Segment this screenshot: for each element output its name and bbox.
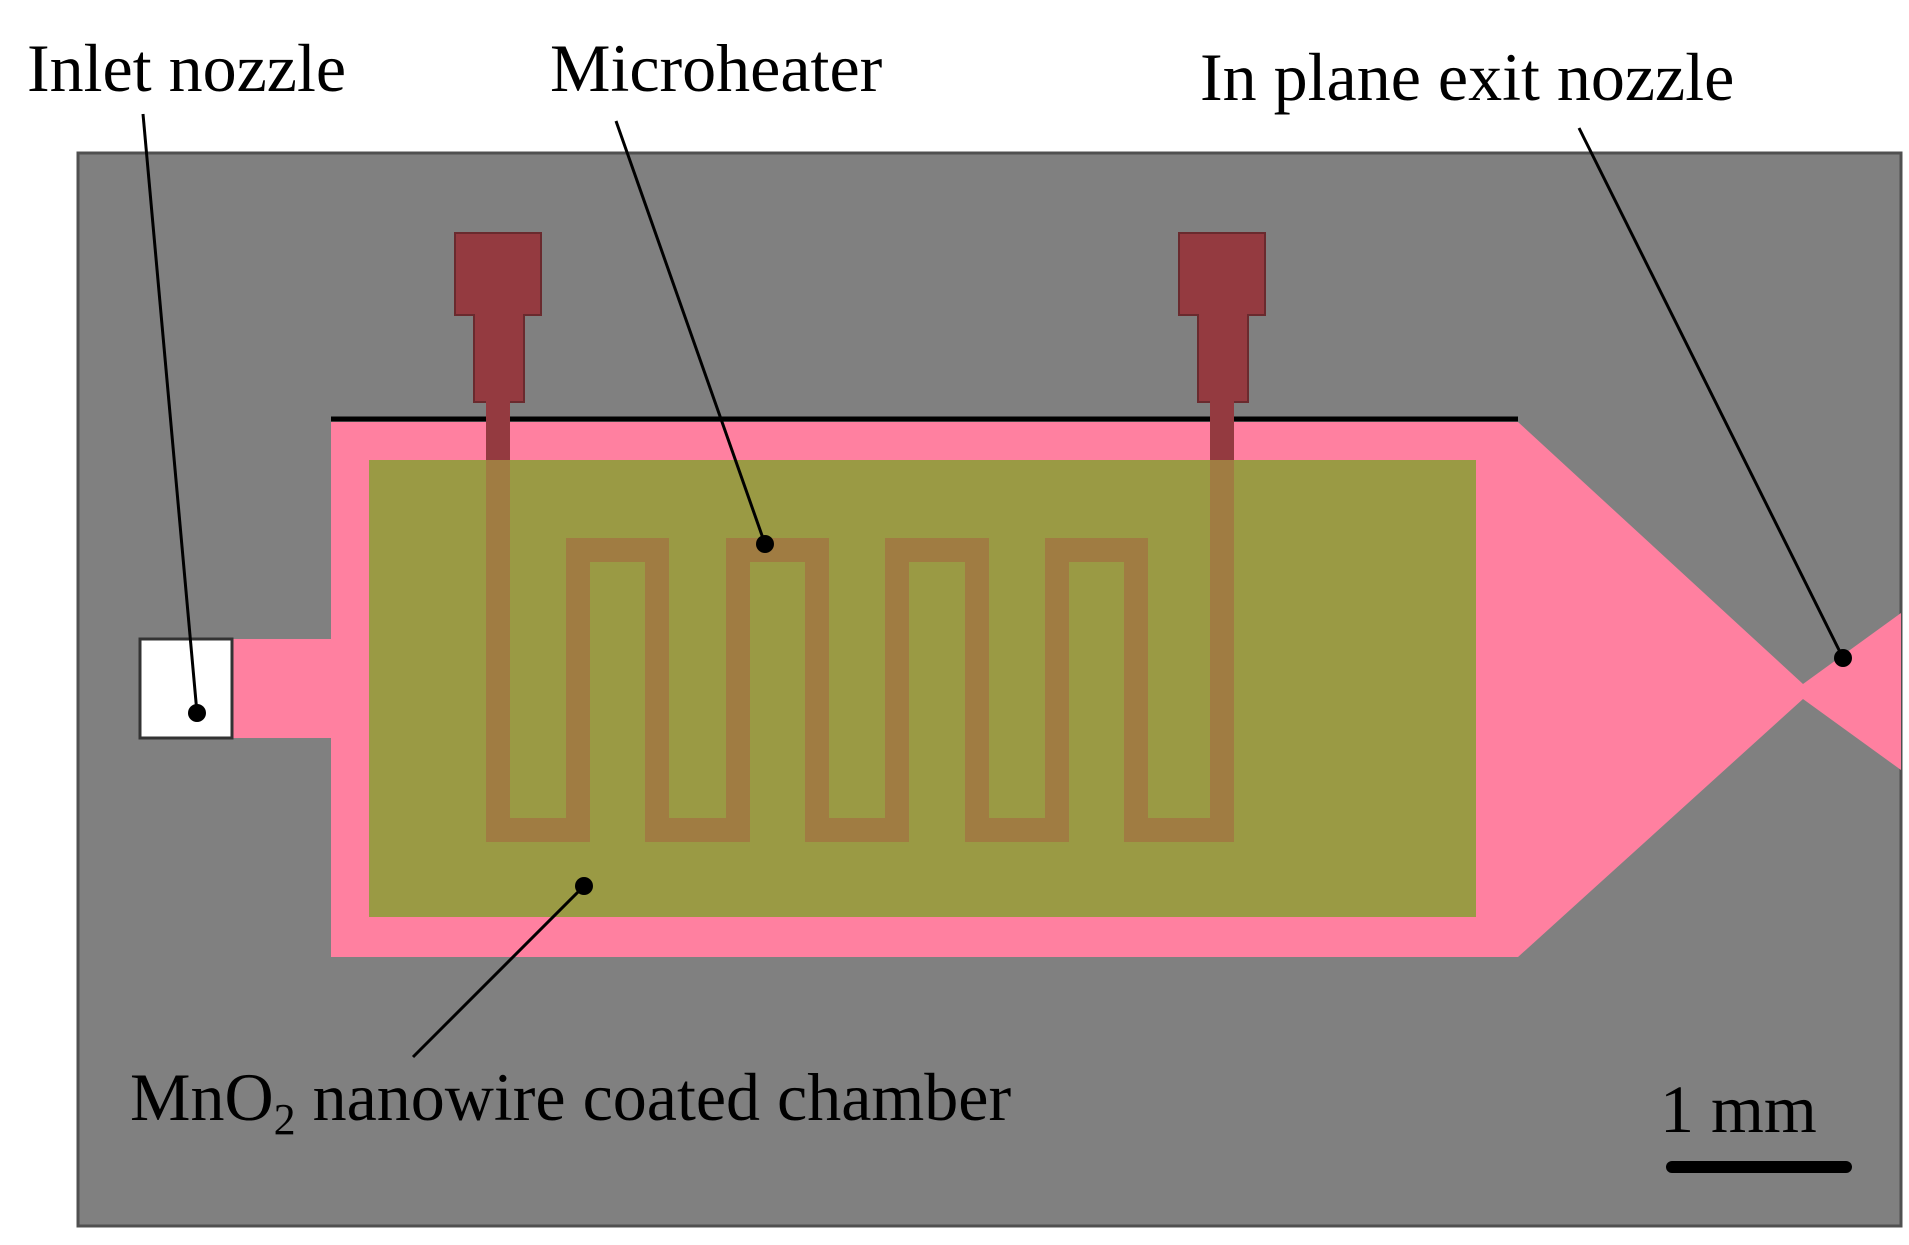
exit-nozzle-label: In plane exit nozzle (1200, 39, 1734, 115)
inlet-nozzle-label: Inlet nozzle (27, 30, 346, 106)
inlet-leader-dot (188, 704, 206, 722)
heater-lead-left-wall (486, 400, 510, 460)
chamber-label-subscript: 2 (274, 1095, 296, 1144)
chamber-leader-dot (575, 877, 593, 895)
chamber-label: MnO2 nanowire coated chamber (130, 1059, 1011, 1144)
chamber-leader-line (411, 884, 586, 1059)
microheater-label: Microheater (550, 30, 883, 106)
chamber-label-prefix: MnO (130, 1059, 274, 1135)
inlet-leader-line (141, 113, 199, 714)
microheater-leader-line (614, 120, 767, 545)
exit-leader-line (1577, 127, 1845, 659)
heater-lead-right-wall (1210, 400, 1234, 460)
exit-leader-dot (1834, 649, 1852, 667)
microheater-trace (486, 460, 1234, 842)
heater-pad-left (454, 232, 542, 403)
heater-pad-right (1178, 232, 1266, 403)
scale-bar-label: 1 mm (1660, 1071, 1817, 1147)
nanowire-coating (369, 460, 1476, 917)
chamber-label-suffix: nanowire coated chamber (296, 1059, 1012, 1135)
inlet-port (138, 637, 234, 740)
microheater-leader-dot (756, 535, 774, 553)
